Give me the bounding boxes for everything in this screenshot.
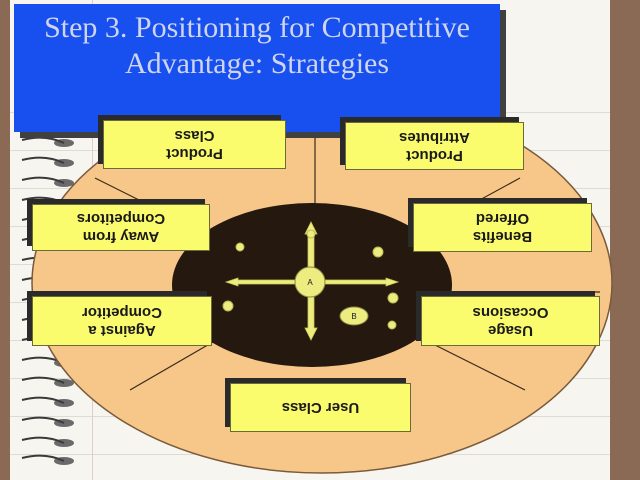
point-b-label: B <box>351 312 356 321</box>
point-a-label: A <box>307 278 313 287</box>
box-away-from-competitors: Away from Competitors <box>32 204 210 251</box>
point-a-circle <box>294 266 326 298</box>
box-against-a-competitor: Against a Competitor <box>32 296 212 346</box>
box-usage-occasions: Usage Occasions <box>421 296 600 346</box>
brand-circles <box>222 229 399 330</box>
title-banner: Step 3. Positioning for Competitive Adva… <box>14 4 500 132</box>
box-product-attributes: Product Attributes <box>345 122 524 170</box>
box-benefits-offered: Benefits Offered <box>413 203 592 252</box>
page-title: Step 3. Positioning for Competitive Adva… <box>44 11 470 80</box>
point-b-circle <box>339 306 369 326</box>
box-user-class: User Class <box>230 383 411 432</box>
box-product-class: Product Class <box>103 120 286 169</box>
